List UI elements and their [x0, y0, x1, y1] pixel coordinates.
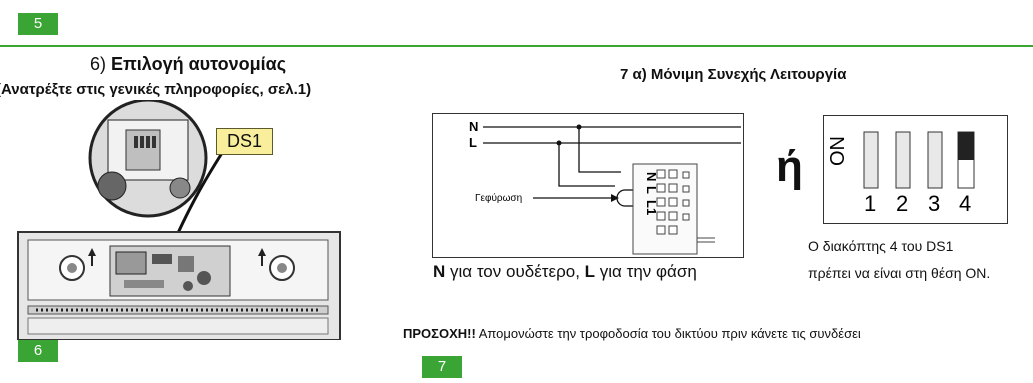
wire-l-label: L [469, 135, 477, 150]
device-body [17, 231, 341, 340]
device-illustration [17, 100, 341, 340]
switch-on-label: ON [827, 136, 849, 166]
terminal-label-l1: L1 [644, 200, 659, 215]
section-title-continuous: 7 α) Μόνιμη Συνεχής Λειτουργία [620, 66, 847, 83]
warning-bold: ΠΡΟΣΟΧΗ!! [403, 326, 476, 341]
magnifier-detail [88, 100, 208, 218]
wiring-diagram: N L Γεφύρωση N L L1 [432, 113, 744, 258]
page-number-top: 5 [18, 13, 58, 35]
switch-number-3: 3 [928, 191, 940, 216]
terminal-label-n: N [644, 172, 659, 181]
dip-switch: ON 1 2 3 4 [823, 115, 1008, 224]
switch-1 [863, 131, 879, 189]
switch-number-1: 1 [864, 191, 876, 216]
switch-note-line2: πρέπει να είναι στη θέση ON. [808, 265, 991, 281]
section-title-bold: Επιλογή αυτονομίας [111, 54, 287, 74]
bridge-label: Γεφύρωση [475, 192, 522, 204]
caption-l-text: για την φάση [595, 262, 697, 281]
wire-n-label: N [469, 119, 478, 134]
switch-number-2: 2 [896, 191, 908, 216]
switch-note-line1: Ο διακόπτης 4 του DS1 [808, 238, 954, 254]
ds1-callout-label: DS1 [216, 128, 273, 155]
terminal-label-l: L [644, 186, 659, 194]
warning-text: ΠΡΟΣΟΧΗ!! Απομονώστε την τροφοδοσία του … [403, 326, 1033, 341]
section-title-prefix: 6) [90, 54, 112, 74]
section-subtitle: (Ανατρέξτε στις γενικές πληροφορίες, σελ… [0, 81, 312, 98]
caption-n-letter: N [433, 262, 446, 281]
or-word: ή [776, 142, 803, 191]
switch-number-4: 4 [959, 191, 971, 216]
section-title-autonomy: 6) Επιλογή αυτονομίας [90, 54, 286, 75]
page-number-right: 7 [422, 356, 462, 378]
switch-4-knob [958, 132, 974, 160]
wiring-caption: N για τον ουδέτερο, L για την φάση [433, 262, 697, 282]
switch-2 [895, 131, 911, 189]
warning-body: Απομονώστε την τροφοδοσία του δικτύου πρ… [475, 326, 861, 341]
caption-n-text: για τον ουδέτερο, [445, 262, 585, 281]
header-rule [0, 45, 1033, 47]
switch-3 [927, 131, 943, 189]
page-number-left: 6 [18, 340, 58, 362]
caption-l-letter: L [584, 262, 596, 281]
